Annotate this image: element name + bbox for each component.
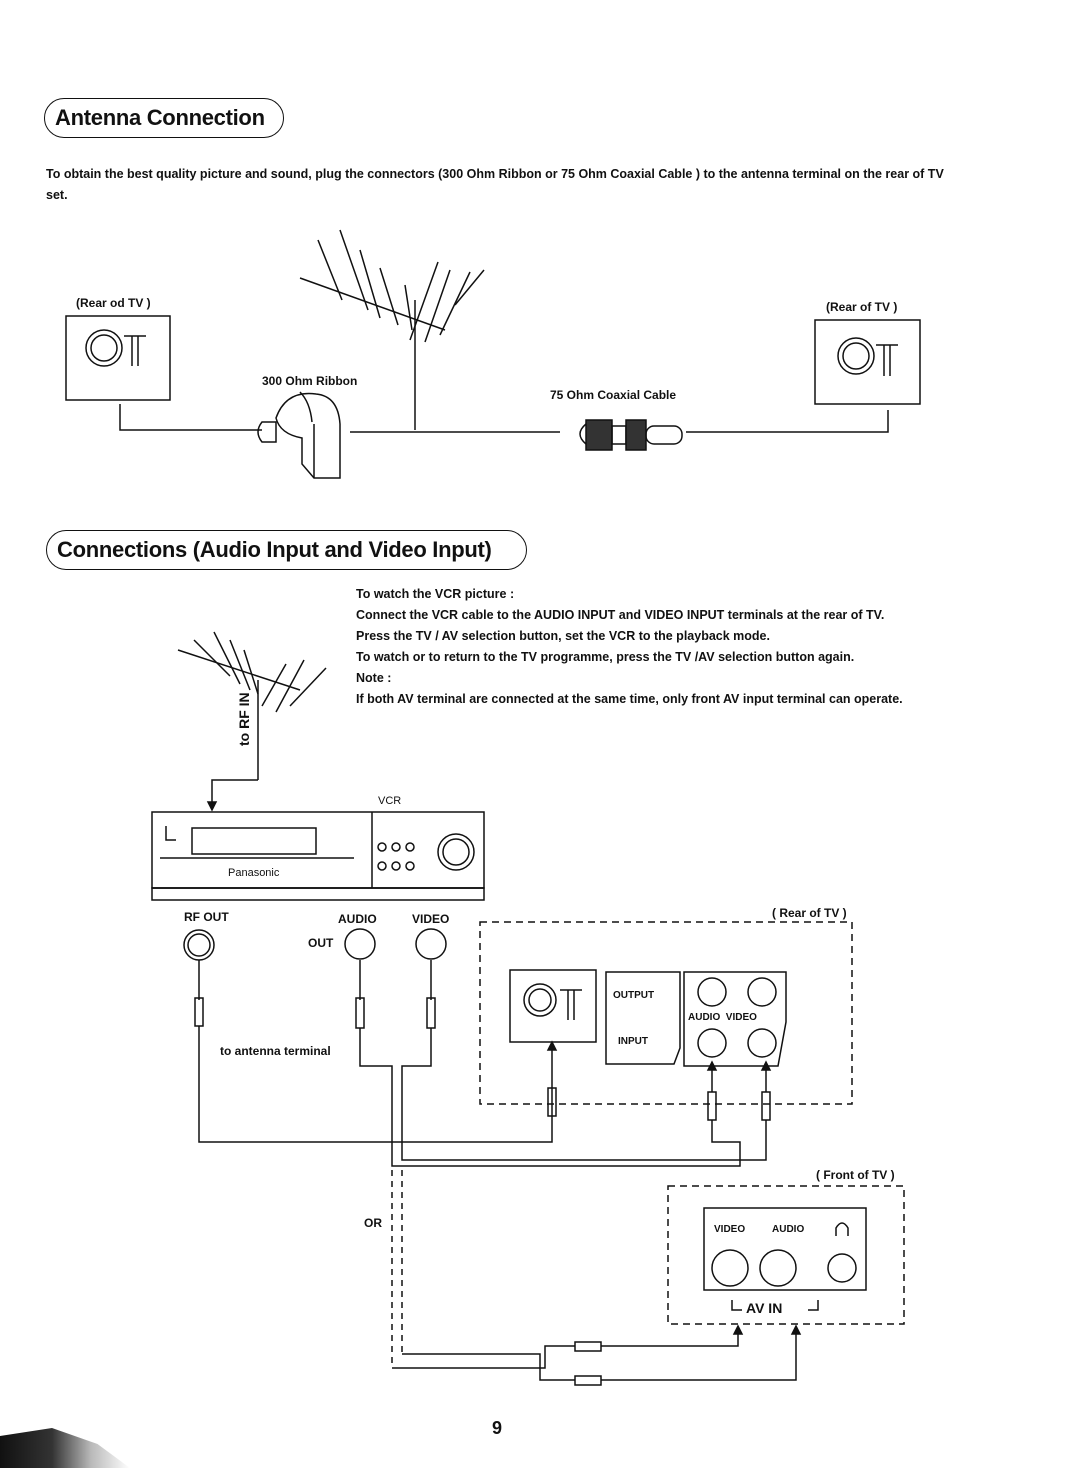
instruction-line: To watch the VCR picture :	[356, 587, 515, 601]
front-of-tv-label: ( Front of TV )	[816, 1168, 895, 1182]
antenna-icon-top	[299, 229, 485, 430]
video-label: VIDEO	[412, 912, 450, 926]
output-label: OUTPUT	[613, 990, 655, 1001]
coaxial-label: 75 Ohm Coaxial Cable	[550, 388, 677, 402]
right-tv-label: (Rear of TV )	[826, 300, 898, 314]
front-tv-panel	[667, 1185, 905, 1325]
coaxial-connector-icon	[579, 419, 683, 451]
vcr-icon	[151, 811, 485, 901]
connections-title: Connections (Audio Input and Video Input…	[46, 530, 527, 570]
out-label: OUT	[308, 936, 334, 950]
antenna-icon-bottom	[177, 631, 327, 780]
instruction-line: Press the TV / AV selection button, set …	[356, 629, 770, 643]
av-in-label: AV IN	[746, 1300, 783, 1316]
page-number: 9	[492, 1418, 503, 1438]
input-label: INPUT	[618, 1036, 648, 1047]
instruction-line: If both AV terminal are connected at the…	[356, 692, 903, 706]
instruction-line: Connect the VCR cable to the AUDIO INPUT…	[356, 608, 885, 622]
rear-tv-panel	[479, 921, 853, 1105]
to-antenna-terminal-label: to antenna terminal	[220, 1044, 331, 1058]
to-rf-in-label: to RF IN	[236, 692, 252, 746]
right-tv-terminal	[814, 319, 921, 405]
audio-label: AUDIO	[338, 912, 377, 926]
vcr-label: VCR	[378, 795, 402, 807]
left-tv-terminal	[65, 315, 171, 401]
or-label: OR	[364, 1216, 382, 1230]
antenna-connection-title: Antenna Connection	[44, 98, 284, 138]
antenna-intro-text: To obtain the best quality picture and s…	[46, 167, 944, 202]
front-audio-label: AUDIO	[772, 1224, 805, 1235]
instruction-line: To watch or to return to the TV programm…	[356, 650, 855, 664]
instructions-text: To watch the VCR picture : Connect the V…	[356, 584, 946, 710]
rf-out-label: RF OUT	[184, 910, 229, 924]
instruction-line: Note :	[356, 671, 392, 685]
left-tv-label: (Rear od TV )	[76, 296, 151, 310]
ribbon-label: 300 Ohm Ribbon	[262, 374, 358, 388]
audio-video-label: AUDIO VIDEO	[688, 1012, 757, 1023]
ribbon-connector-icon	[257, 391, 341, 479]
vcr-brand: Panasonic	[228, 867, 280, 879]
rca-plugs-vcr	[194, 960, 436, 1029]
front-video-label: VIDEO	[714, 1224, 746, 1235]
rear-of-tv-label: ( Rear of TV )	[772, 906, 847, 920]
